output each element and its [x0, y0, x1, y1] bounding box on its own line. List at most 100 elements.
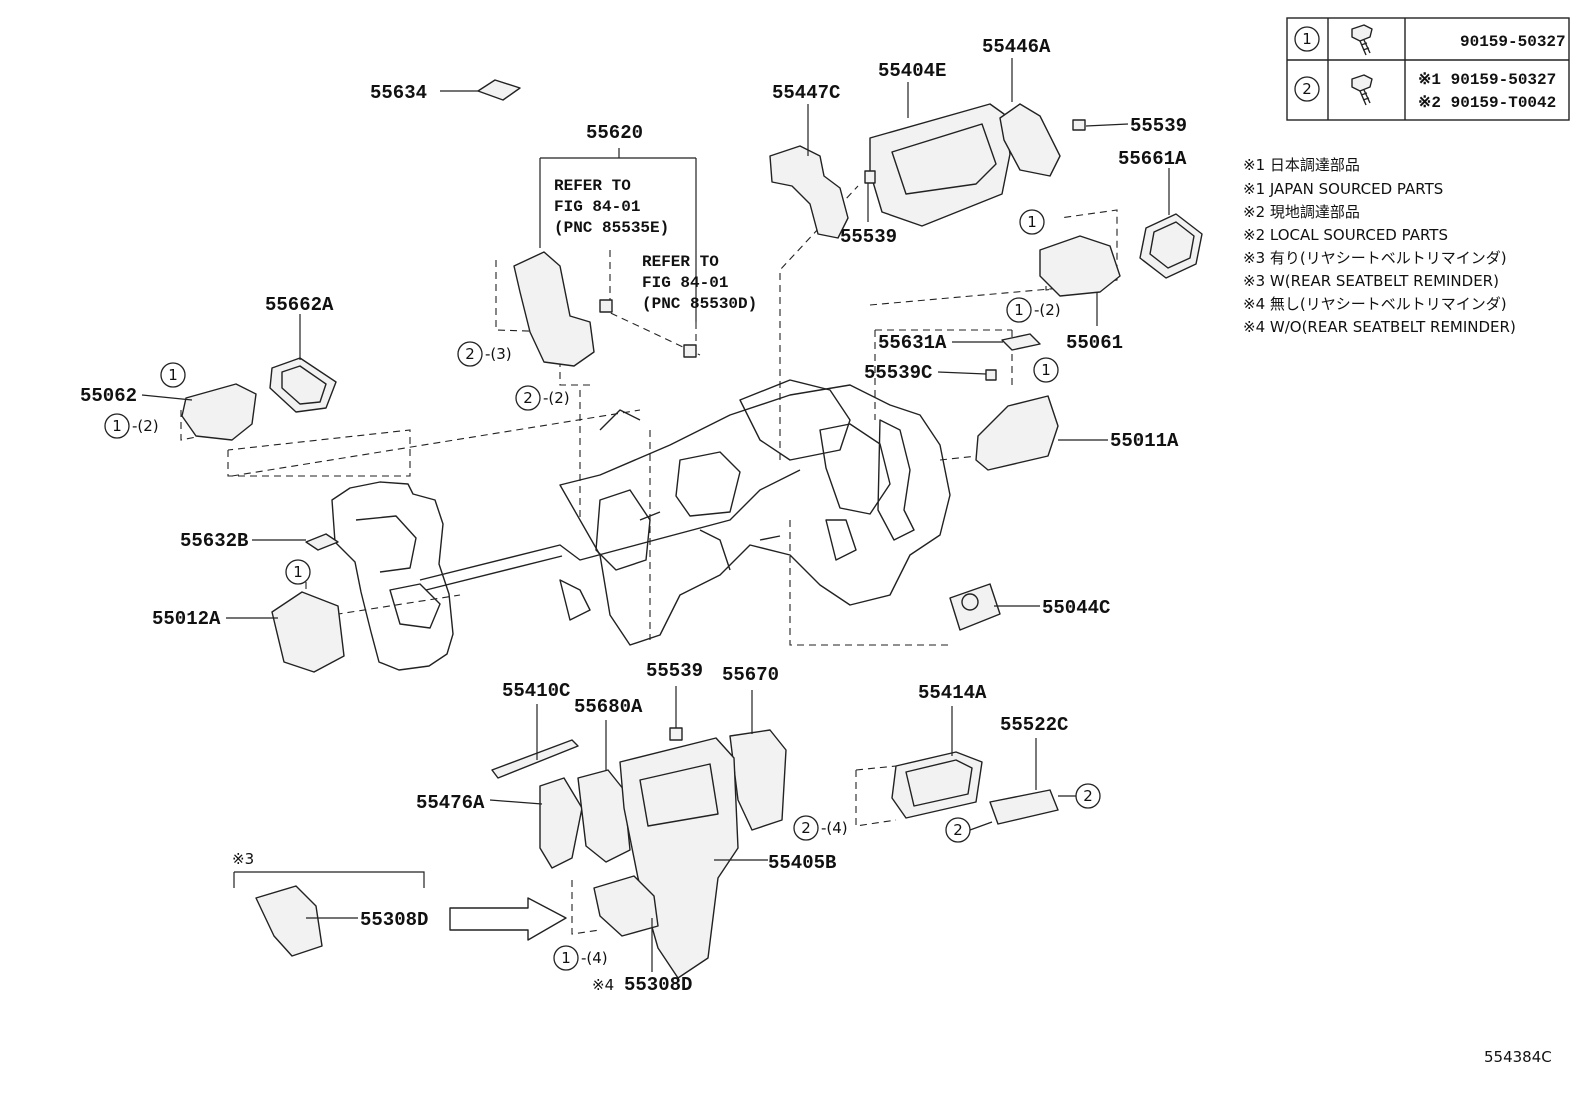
label-55405B: 55405B: [768, 852, 836, 874]
part-55062-vent: [181, 383, 257, 441]
part-55447C-bracket: [769, 145, 849, 239]
label-55447C: 55447C: [772, 82, 840, 104]
label-55011A: 55011A: [1110, 430, 1179, 452]
callout-2-4: 2 -(4): [793, 815, 848, 841]
note-line: ※4 W/O(REAR SEATBELT REMINDER): [1243, 318, 1516, 336]
label-55308D: 55308D: [360, 909, 428, 931]
svg-text:1: 1: [1041, 361, 1051, 379]
refer-to-2: REFER TO FIG 84-01 (PNC 85530D): [642, 253, 757, 313]
svg-text:1: 1: [1302, 30, 1312, 48]
bolt-icon: [1351, 24, 1373, 56]
label-55410C: 55410C: [502, 680, 570, 702]
part-55308D-console-box: [593, 875, 659, 937]
callout-1-2: 1 -(2): [104, 413, 159, 439]
part-55061-vent: [1039, 235, 1121, 297]
note-line: ※1 日本調達部品: [1243, 156, 1360, 174]
table-row-2-part-1: ※1 90159-50327: [1418, 71, 1556, 89]
label-55404E: 55404E: [878, 60, 946, 82]
label-55620: 55620: [586, 122, 643, 144]
svg-text:-(4): -(4): [821, 819, 848, 837]
part-55522C-module: [989, 789, 1059, 825]
svg-text:2: 2: [1083, 787, 1093, 805]
label-note-3: ※3: [232, 850, 254, 868]
callout-1-2: 1 -(2): [1006, 297, 1061, 323]
svg-text:1: 1: [112, 417, 122, 435]
label-55446A: 55446A: [982, 36, 1051, 58]
figure-code: 554384C: [1484, 1048, 1552, 1066]
label-55662A: 55662A: [265, 294, 334, 316]
svg-text:-(2): -(2): [543, 389, 570, 407]
part-55634-pad: [477, 79, 521, 101]
part-55632B-pad: [305, 533, 339, 551]
footnotes: ※1 日本調達部品 ※1 JAPAN SOURCED PARTS ※2 現地調達…: [1243, 156, 1516, 336]
part-55539-clip: [985, 369, 997, 381]
refer-to-2-line: REFER TO: [642, 253, 719, 271]
callouts: 1 1 -(2) 2 -(3) 2 -(2) 1 1 -(2) 1: [104, 209, 1101, 971]
svg-text:-(2): -(2): [1034, 301, 1061, 319]
label-55522C: 55522C: [1000, 714, 1068, 736]
label-55632B: 55632B: [180, 530, 248, 552]
direction-arrow: [449, 897, 567, 941]
svg-text:2: 2: [953, 821, 963, 839]
part-55308D-console-box: [255, 885, 323, 957]
label-55539: 55539: [646, 660, 703, 682]
callout-2-3: 2 -(3): [457, 341, 512, 367]
refer-to-1: REFER TO FIG 84-01 (PNC 85535E): [554, 177, 669, 237]
svg-text:1: 1: [168, 366, 178, 384]
refer-to-2-line: (PNC 85530D): [642, 295, 757, 313]
part-55404E-cluster-finish-panel: [869, 103, 1011, 227]
part-55012A-lower-panel: [271, 591, 345, 673]
label-55539C: 55539C: [864, 362, 932, 384]
label-55539: 55539: [1130, 115, 1187, 137]
part-55446A-panel: [999, 103, 1061, 177]
svg-text:2: 2: [465, 345, 475, 363]
label-55012A: 55012A: [152, 608, 221, 630]
refer-to-1-line: REFER TO: [554, 177, 631, 195]
table-row-1-number: 1: [1294, 26, 1320, 52]
table-row-1-part: 90159-50327: [1460, 33, 1566, 51]
callout-2-2: 2 -(2): [515, 385, 570, 411]
svg-text:2: 2: [801, 819, 811, 837]
part-55539-clip: [864, 170, 876, 184]
part-55680A-vent: [577, 769, 631, 863]
label-55631A: 55631A: [878, 332, 947, 354]
callout-2: 2: [1075, 783, 1101, 809]
part-55410C-strip: [491, 739, 579, 779]
refer-to-1-line: (PNC 85535E): [554, 219, 669, 237]
label-55308D: 55308D: [624, 974, 692, 996]
note-line: ※1 JAPAN SOURCED PARTS: [1243, 180, 1443, 198]
svg-text:1: 1: [1027, 213, 1037, 231]
part-55476A-side-panel: [539, 777, 583, 869]
part-55539-clip: [669, 727, 683, 741]
refer-to-1-line: FIG 84-01: [554, 198, 640, 216]
part-55662A-vent-frame: [269, 357, 337, 413]
label-55414A: 55414A: [918, 682, 987, 704]
part-55539-clip: [1072, 119, 1086, 131]
svg-text:1: 1: [561, 949, 571, 967]
svg-text:-(3): -(3): [485, 345, 512, 363]
part-85535E-connector: [599, 299, 613, 313]
note-line: ※3 W(REAR SEATBELT REMINDER): [1243, 272, 1499, 290]
note-line: ※2 現地調達部品: [1243, 203, 1360, 221]
label-55476A: 55476A: [416, 792, 485, 814]
table-row-2-part-2: ※2 90159-T0042: [1418, 94, 1556, 112]
label-55061: 55061: [1066, 332, 1123, 354]
table-row-2-number: 2: [1294, 76, 1320, 102]
label-55539: 55539: [840, 226, 897, 248]
note-line: ※3 有り(リヤシートベルトリマインダ): [1243, 249, 1507, 267]
note-line: ※4 無し(リヤシートベルトリマインダ): [1243, 295, 1507, 313]
label-note-4: ※4: [592, 976, 614, 994]
part-55011A-lower-panel: [975, 395, 1059, 471]
svg-text:1: 1: [1014, 301, 1024, 319]
bolt-icon: [1351, 74, 1373, 106]
svg-text:-(4): -(4): [581, 949, 608, 967]
refer-to-2-line: FIG 84-01: [642, 274, 728, 292]
fastener-table: 1 2 90159-50327 ※1 90159-50327 ※2 90159-…: [1286, 17, 1570, 121]
label-55670: 55670: [722, 664, 779, 686]
note-line: ※2 LOCAL SOURCED PARTS: [1243, 226, 1448, 244]
part-55405B-center-cluster-panel: [619, 737, 739, 979]
svg-text:1: 1: [293, 563, 303, 581]
callout-1-4: 1 -(4): [553, 945, 608, 971]
part-labels: 55634 55620 55447C 55404E 55446A 55539 5…: [80, 36, 1552, 1066]
